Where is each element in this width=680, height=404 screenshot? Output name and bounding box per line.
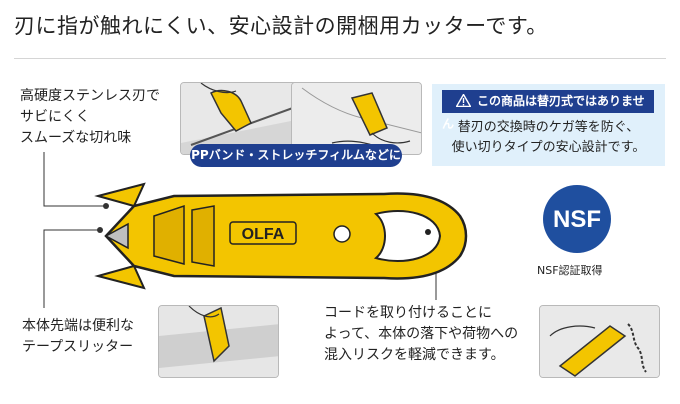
notice-line: 替刃の交換時のケガ等を防ぐ、 xyxy=(457,120,640,135)
callout-line: よって、本体の落下や荷物への xyxy=(324,326,519,342)
callout-line: サビにくく xyxy=(20,109,90,125)
usage-photo-cord xyxy=(539,305,660,378)
callout-line: 高硬度ステンレス刃で xyxy=(20,88,160,104)
nsf-caption: NSF認証取得 xyxy=(537,264,603,277)
usage-photo-tape-slitter xyxy=(158,305,279,378)
nsf-logo: NSF xyxy=(543,185,611,253)
callout-line: テープスリッター xyxy=(22,339,134,355)
notice-body: 替刃の交換時のケガ等を防ぐ、 使い切りタイプの安心設計です。 xyxy=(432,118,665,158)
callout-line: 混入リスクを軽減できます。 xyxy=(324,347,505,363)
usage-label-pill: PPバンド・ストレッチフィルムなどに xyxy=(190,144,402,167)
page-title: 刃に指が触れにくい、安心設計の開梱用カッターです。 xyxy=(14,14,548,38)
notice-box: この商品は替刃式ではありません 替刃の交換時のケガ等を防ぐ、 使い切りタイプの安… xyxy=(432,84,665,166)
cord-feature-callout: コードを取り付けることに よって、本体の落下や荷物への 混入リスクを軽減できます… xyxy=(324,303,518,366)
safety-cutter-illustration: OLFA xyxy=(94,182,468,290)
title-divider xyxy=(14,58,666,59)
notice-heading-text: この商品は替刃式ではありません xyxy=(442,94,645,131)
slitter-feature-callout: 本体先端は便利な テープスリッター xyxy=(22,316,134,358)
callout-line: 本体先端は便利な xyxy=(22,318,134,334)
notice-heading: この商品は替刃式ではありません xyxy=(442,90,654,131)
warning-icon xyxy=(456,94,471,107)
nsf-logo-text: NSF xyxy=(553,206,601,233)
callout-line: スムーズな切れ味 xyxy=(20,130,132,146)
brand-logo: OLFA xyxy=(242,226,285,243)
notice-line: 使い切りタイプの安心設計です。 xyxy=(451,140,646,155)
blade-feature-callout: 高硬度ステンレス刃で サビにくく スムーズな切れ味 xyxy=(20,86,160,149)
callout-line: コードを取り付けることに xyxy=(324,305,492,321)
